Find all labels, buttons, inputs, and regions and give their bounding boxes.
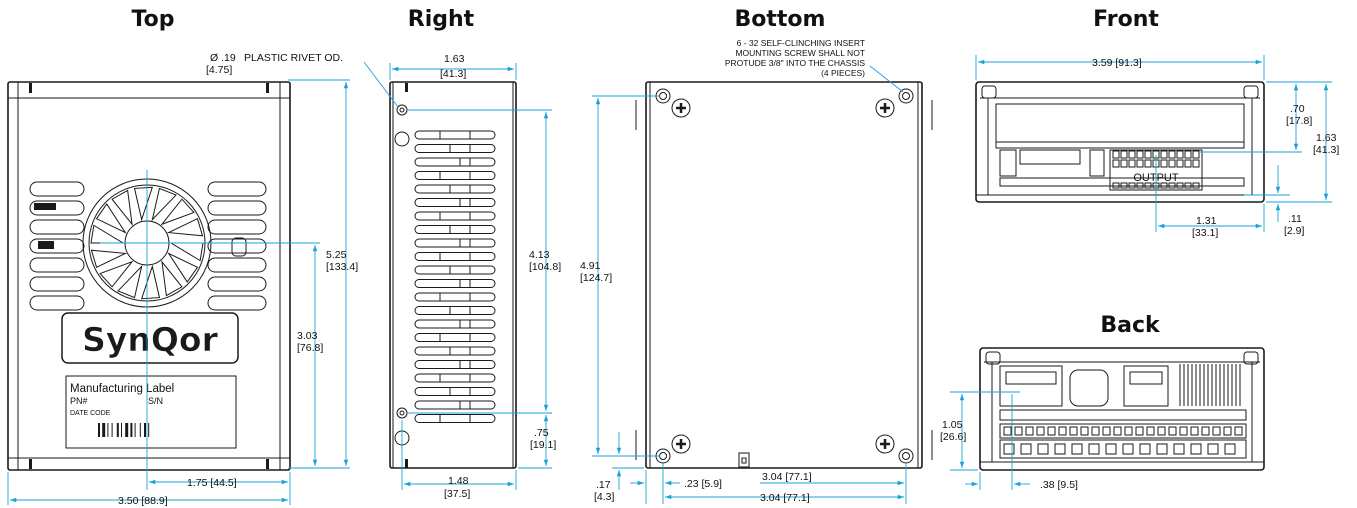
bottom-view: Bottom 6 - 32 SELF-CLINCHING INSERT MOUN… [580, 7, 933, 504]
svg-text:6 - 32 SELF-CLINCHING INSERT: 6 - 32 SELF-CLINCHING INSERT [737, 38, 865, 48]
svg-text:[37.5]: [37.5] [444, 488, 470, 500]
svg-text:[2.9]: [2.9] [1284, 225, 1305, 237]
svg-text:[133.4]: [133.4] [326, 261, 358, 273]
svg-text:.23 [5.9]: .23 [5.9] [684, 478, 722, 490]
svg-text:1.63: 1.63 [444, 53, 465, 65]
label-pn: PN# [70, 396, 88, 406]
svg-text:[76.8]: [76.8] [297, 342, 323, 354]
manufacturing-label: Manufacturing Label PN# S/N DATE CODE [65, 375, 237, 449]
svg-text:1.75 [44.5]: 1.75 [44.5] [187, 477, 237, 489]
svg-text:1.48: 1.48 [448, 475, 469, 487]
top-view-title: Top [132, 7, 175, 32]
svg-text:MOUNTING SCREW SHALL NOT: MOUNTING SCREW SHALL NOT [735, 48, 865, 58]
svg-text:3.59 [91.3]: 3.59 [91.3] [1092, 57, 1142, 69]
right-chassis-outline [389, 81, 517, 469]
right-side-vents [414, 130, 496, 423]
screw-head-icon [671, 98, 691, 118]
svg-text:4.13: 4.13 [529, 249, 550, 261]
screw-head-icon [671, 434, 691, 454]
top-right-vents [207, 181, 267, 311]
mounting-insert-icon [898, 88, 914, 104]
svg-text:3.03: 3.03 [297, 330, 318, 342]
top-dimensions: Ø .19 [4.75] PLASTIC RIVET OD. 5.25 [133… [7, 52, 358, 507]
front-view-title: Front [1093, 7, 1159, 32]
screw-head-icon [875, 98, 895, 118]
svg-text:(4 PIECES): (4 PIECES) [821, 68, 865, 78]
svg-text:PROTUDE 3/8" INTO THE CHASSIS: PROTUDE 3/8" INTO THE CHASSIS [725, 58, 865, 68]
svg-text:[4.3]: [4.3] [594, 491, 615, 503]
svg-text:[4.75]: [4.75] [206, 64, 232, 76]
svg-text:1.05: 1.05 [942, 419, 963, 431]
back-view-title: Back [1100, 313, 1161, 338]
svg-text:.70: .70 [1290, 103, 1305, 115]
bottom-view-title: Bottom [735, 7, 826, 32]
label-date-code: DATE CODE [70, 410, 111, 417]
top-left-vents [29, 181, 85, 311]
svg-text:3.50 [88.9]: 3.50 [88.9] [118, 495, 168, 507]
barcode-icon [98, 423, 150, 437]
svg-text:[41.3]: [41.3] [440, 68, 466, 80]
svg-text:1.31: 1.31 [1196, 215, 1217, 227]
svg-text:[33.1]: [33.1] [1192, 227, 1218, 239]
svg-text:[19.1]: [19.1] [530, 439, 556, 451]
svg-text:SynQor: SynQor [82, 320, 218, 359]
top-view: Top [7, 7, 358, 507]
right-view-title: Right [408, 7, 475, 32]
back-view: Back 1.05 [26.6] .38 [9.5] [940, 313, 1265, 491]
svg-text:[17.8]: [17.8] [1286, 115, 1312, 127]
svg-text:Ø .19: Ø .19 [210, 52, 236, 64]
svg-text:3.04 [77.1]: 3.04 [77.1] [762, 471, 812, 483]
label-title: Manufacturing Label [70, 383, 174, 395]
bottom-chassis-outline [645, 81, 923, 469]
svg-text:[26.6]: [26.6] [940, 431, 966, 443]
heatsink [1179, 364, 1241, 406]
label-sn: S/N [148, 396, 163, 406]
svg-text:PLASTIC RIVET OD.: PLASTIC RIVET OD. [244, 52, 343, 64]
svg-text:5.25: 5.25 [326, 249, 347, 261]
svg-text:4.91: 4.91 [580, 260, 601, 272]
front-view: Front OUTPUT 3.59 [91.3] 1.63 [41.3] .70… [975, 7, 1339, 239]
svg-text:.11: .11 [1288, 213, 1302, 225]
synqor-logo: SynQor [61, 312, 239, 364]
svg-text:.38 [9.5]: .38 [9.5] [1040, 479, 1078, 491]
svg-text:[104.8]: [104.8] [529, 261, 561, 273]
right-view: Right 1.63 [41.3] 4.13 [104.8] .75 [19.1… [363, 7, 561, 500]
svg-text:[124.7]: [124.7] [580, 272, 612, 284]
svg-text:.75: .75 [534, 427, 549, 439]
svg-text:3.04 [77.1]: 3.04 [77.1] [760, 492, 810, 504]
svg-text:[41.3]: [41.3] [1313, 144, 1339, 156]
svg-text:1.63: 1.63 [1316, 132, 1337, 144]
svg-text:.17: .17 [596, 479, 611, 491]
screw-head-icon [875, 434, 895, 454]
